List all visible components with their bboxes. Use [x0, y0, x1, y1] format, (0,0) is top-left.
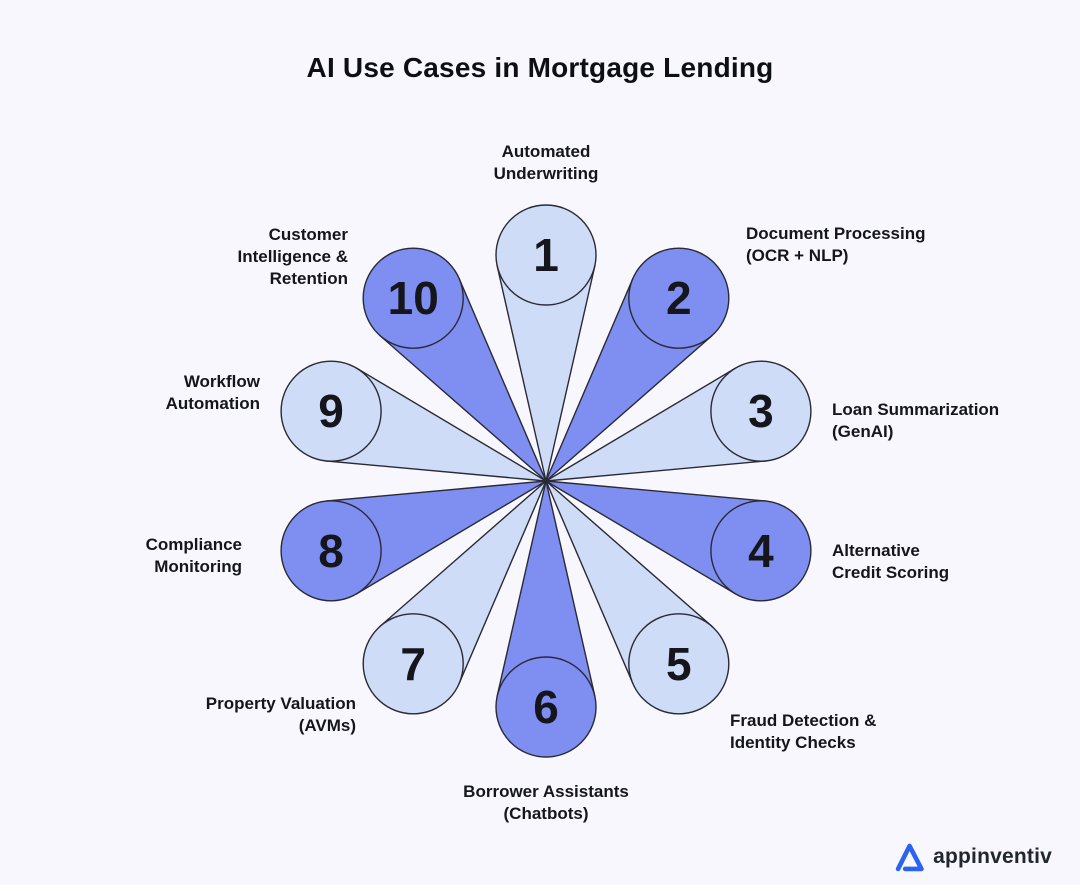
node-number-10: 10 [388, 272, 439, 324]
appinventiv-triangle-logo-icon [895, 843, 924, 872]
node-label-6: Borrower Assistants (Chatbots) [463, 782, 629, 823]
node-circle-5 [628, 613, 730, 715]
node-label-10: Customer Intelligence & Retention [237, 225, 348, 288]
node-circle-7 [362, 613, 464, 715]
node-number-1: 1 [533, 229, 559, 281]
node-circle-2 [628, 247, 730, 349]
node-label-4: Alternative Credit Scoring [832, 541, 950, 582]
node-number-4: 4 [748, 525, 774, 577]
node-number-6: 6 [533, 681, 559, 733]
node-label-5: Fraud Detection & Identity Checks [730, 711, 877, 752]
page-title: AI Use Cases in Mortgage Lending [306, 52, 774, 83]
node-label-3: Loan Summarization (GenAI) [832, 400, 1000, 441]
node-circle-6 [495, 656, 597, 758]
node-number-8: 8 [318, 525, 344, 577]
appinventiv-logo-path [895, 843, 924, 872]
node-circle-10 [362, 247, 464, 349]
node-number-2: 2 [666, 272, 692, 324]
node-label-1: Automated Underwriting [493, 142, 599, 183]
brand-name: appinventiv [933, 845, 1052, 868]
node-label-8: Compliance Monitoring [145, 535, 242, 576]
node-circle-3 [710, 360, 812, 462]
bottom-edge-strip [0, 885, 1080, 892]
node-number-3: 3 [748, 385, 774, 437]
node-label-2: Document Processing (OCR + NLP) [746, 224, 926, 265]
node-number-9: 9 [318, 385, 344, 437]
node-circle-4 [710, 500, 812, 602]
node-number-7: 7 [400, 638, 426, 690]
node-label-9: Workflow Automation [165, 372, 260, 413]
node-circle-8 [280, 500, 382, 602]
node-circle-1 [495, 204, 597, 306]
brand-footer: appinventiv [894, 842, 1052, 872]
node-circle-9 [280, 360, 382, 462]
node-number-5: 5 [666, 638, 692, 690]
node-label-7: Property Valuation (AVMs) [205, 694, 356, 735]
